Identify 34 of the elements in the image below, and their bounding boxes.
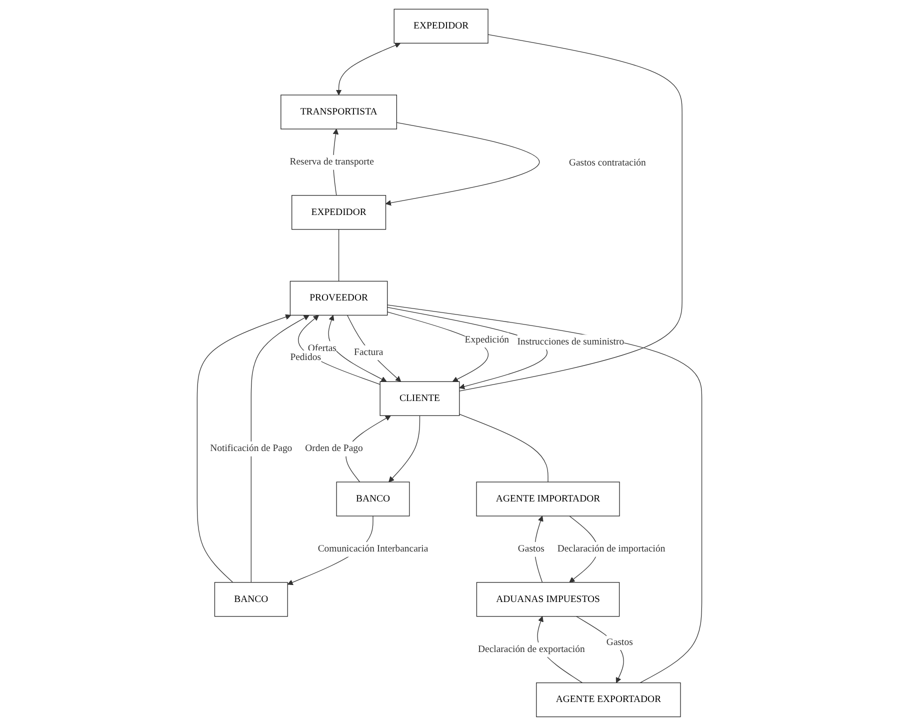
edge-label: Gastos bbox=[517, 544, 544, 554]
connector bbox=[458, 414, 548, 482]
connector bbox=[338, 229, 339, 282]
edge-label: Reserva de transporte bbox=[289, 156, 374, 168]
edge-label: Factura bbox=[354, 347, 383, 358]
node-box: AGENTE IMPORTADOR bbox=[476, 482, 620, 516]
edge-label: Comunicación Interbancaria bbox=[317, 544, 428, 554]
node-box: PROVEEDOR bbox=[289, 280, 388, 316]
arrow bbox=[298, 314, 380, 385]
arrow bbox=[250, 314, 309, 583]
node-box: AGENTE EXPORTADOR bbox=[536, 682, 680, 718]
node-box: ADUANAS IMPUESTOS bbox=[476, 582, 620, 617]
arrow bbox=[346, 314, 401, 382]
node-box: CLIENTE bbox=[379, 381, 460, 416]
edge-label: Orden de Pago bbox=[304, 443, 362, 454]
edge-label: Declaración de exportación bbox=[477, 644, 584, 655]
arrow bbox=[385, 122, 540, 206]
arrow bbox=[196, 314, 291, 583]
edge-label: Pedidos bbox=[290, 352, 320, 363]
arrow bbox=[335, 42, 400, 96]
node-box: BANCO bbox=[214, 582, 288, 617]
arrow bbox=[328, 314, 386, 382]
node-box: BANCO bbox=[336, 482, 410, 516]
edge-label: Expedición bbox=[464, 334, 509, 345]
edge-label: Declaración de importación bbox=[556, 544, 665, 554]
node-box: EXPEDIDOR bbox=[393, 8, 488, 44]
edge-label: Gastos bbox=[606, 637, 632, 648]
edge-label: Notificación de Pago bbox=[210, 443, 292, 454]
node-box: TRANSPORTISTA bbox=[280, 94, 396, 130]
connector bbox=[458, 34, 682, 392]
edge-label: Instrucciones de suministro bbox=[516, 336, 624, 347]
edge-label: Gastos contratación bbox=[568, 158, 646, 168]
node-box: EXPEDIDOR bbox=[291, 195, 386, 230]
arrow bbox=[388, 415, 420, 482]
